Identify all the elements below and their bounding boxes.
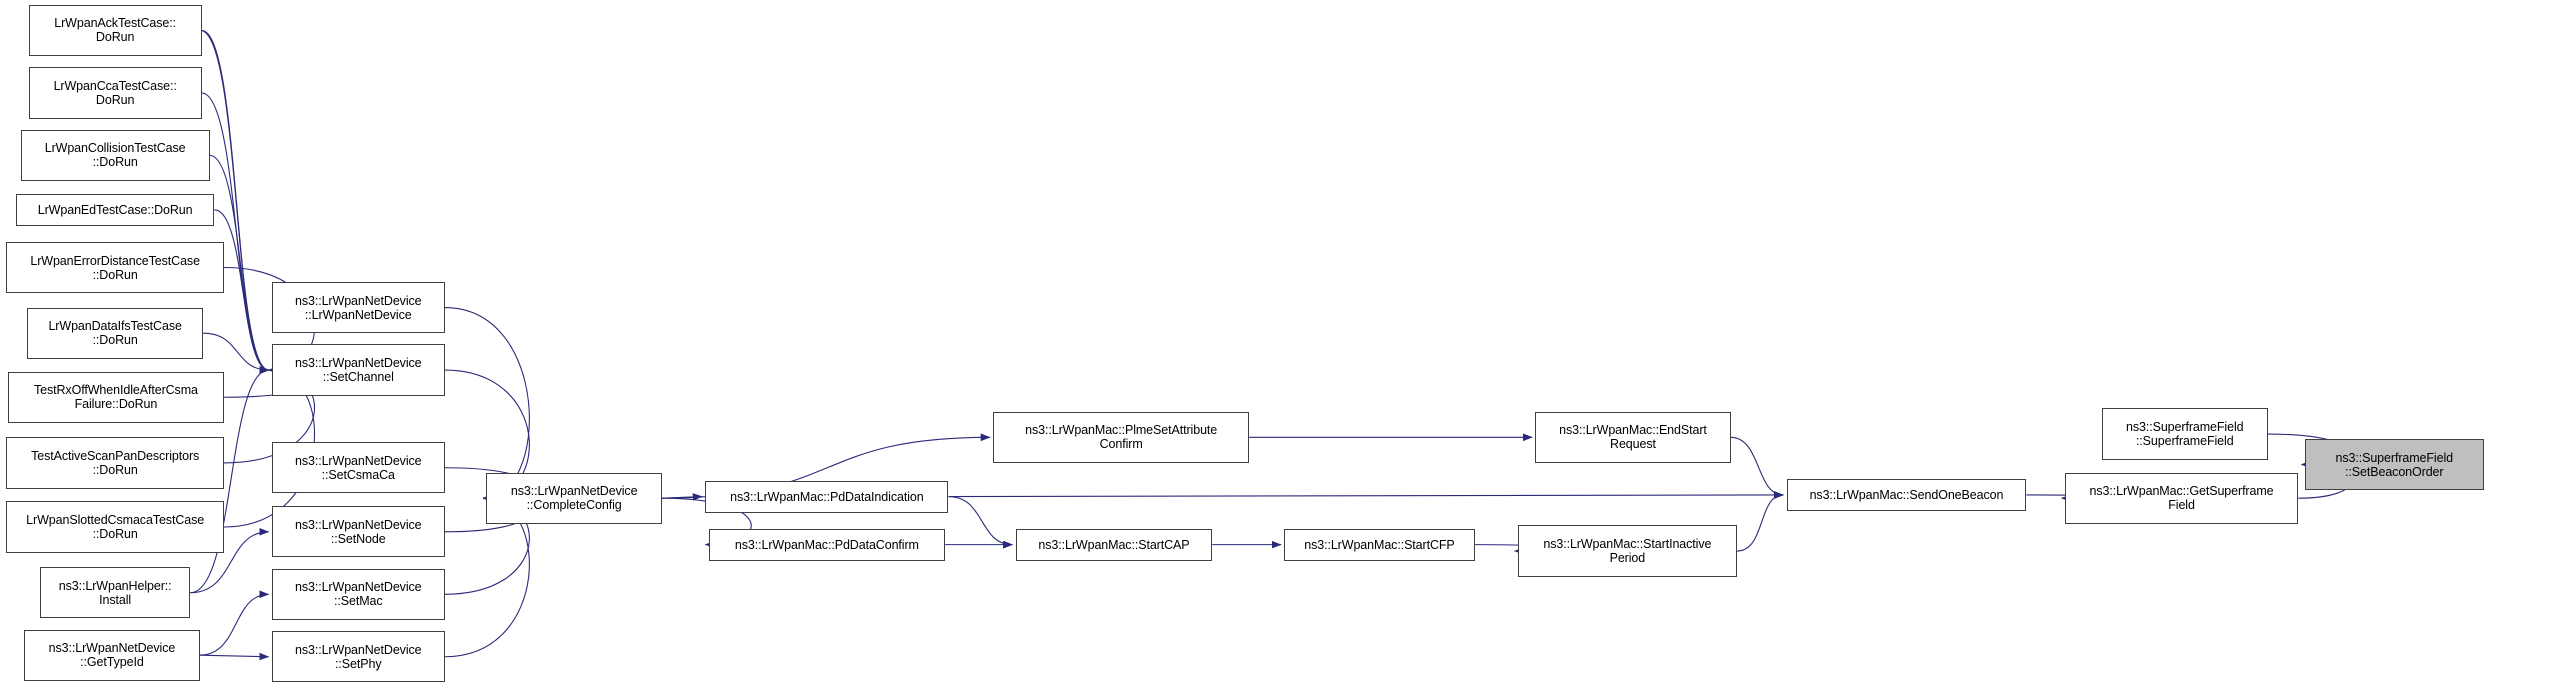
graph-node-completeconfig[interactable]: ns3::LrWpanNetDevice ::CompleteConfig: [486, 472, 663, 524]
graph-node-label: TestActiveScanPanDescriptors ::DoRun: [31, 448, 200, 477]
graph-node-label: ns3::LrWpanMac::PdDataIndication: [730, 489, 924, 504]
graph-node-pddataind[interactable]: ns3::LrWpanMac::PdDataIndication: [705, 480, 949, 513]
graph-node-helperinstall[interactable]: ns3::LrWpanHelper:: Install: [39, 567, 191, 619]
graph-node-sendonebeacon[interactable]: ns3::LrWpanMac::SendOneBeacon: [1786, 478, 2027, 511]
graph-node-label: ns3::LrWpanNetDevice ::SetNode: [294, 517, 422, 546]
graph-node-label: ns3::LrWpanMac::StartCFP: [1304, 537, 1455, 552]
graph-edge-ack-to-setchannel: [202, 30, 270, 377]
graph-node-label: ns3::LrWpanMac::PdDataConfirm: [734, 537, 919, 552]
graph-node-label: LrWpanErrorDistanceTestCase ::DoRun: [30, 253, 200, 282]
graph-node-label: ns3::LrWpanMac::SendOneBeacon: [1809, 487, 2004, 502]
graph-node-setcsmaca[interactable]: ns3::LrWpanNetDevice ::SetCsmaCa: [271, 442, 445, 494]
graph-node-label: ns3::LrWpanNetDevice ::SetCsmaCa: [294, 453, 422, 482]
graph-edge-ed-to-setchannel: [214, 210, 270, 377]
graph-node-startinactive[interactable]: ns3::LrWpanMac::StartInactive Period: [1517, 525, 1737, 577]
graph-edge-helperinstall-to-setchannel: [190, 363, 270, 593]
graph-node-label: LrWpanSlottedCsmacaTestCase ::DoRun: [26, 513, 205, 541]
graph-node-label: LrWpanCollisionTestCase ::DoRun: [44, 141, 186, 170]
graph-node-label: ns3::LrWpanNetDevice ::CompleteConfig: [510, 484, 638, 513]
graph-edge-pddataind-to-startcap: [948, 497, 1014, 551]
graph-node-label: ns3::LrWpanMac::PlmeSetAttribute Confirm: [1025, 423, 1218, 452]
graph-edge-dataifs-to-setchannel: [203, 333, 270, 377]
graph-node-label: ns3::LrWpanMac::GetSuperframe Field: [2089, 484, 2274, 513]
graph-node-label: ns3::SuperframeField ::SetBeaconOrder: [2335, 450, 2453, 479]
graph-node-label: ns3::LrWpanMac::StartInactive Period: [1543, 537, 1712, 566]
graph-node-label: ns3::LrWpanNetDevice ::SetMac: [294, 580, 422, 609]
graph-node-label: LrWpanCcaTestCase:: DoRun: [53, 78, 177, 107]
graph-node-rxoff[interactable]: TestRxOffWhenIdleAfterCsma Failure::DoRu…: [7, 371, 224, 423]
graph-node-gettypeid[interactable]: ns3::LrWpanNetDevice ::GetTypeId: [23, 629, 200, 681]
graph-node-label: ns3::LrWpanNetDevice ::SetChannel: [294, 356, 422, 385]
graph-node-setmac[interactable]: ns3::LrWpanNetDevice ::SetMac: [271, 568, 445, 620]
graph-node-setnode[interactable]: ns3::LrWpanNetDevice ::SetNode: [271, 506, 445, 558]
graph-node-collision[interactable]: LrWpanCollisionTestCase ::DoRun: [20, 129, 210, 181]
graph-edge-startinactive-to-sendonebeacon: [1737, 488, 1785, 551]
graph-node-label: LrWpanAckTestCase:: DoRun: [54, 16, 177, 45]
graph-node-ed[interactable]: LrWpanEdTestCase::DoRun: [15, 193, 215, 226]
graph-node-label: ns3::LrWpanNetDevice ::LrWpanNetDevice: [294, 293, 422, 322]
graph-node-label: ns3::SuperframeField ::SuperframeField: [2125, 420, 2244, 449]
graph-node-startcfp[interactable]: ns3::LrWpanMac::StartCFP: [1284, 528, 1475, 561]
graph-node-label: ns3::LrWpanNetDevice ::SetPhy: [294, 642, 422, 671]
graph-edge-pddataind-to-sendonebeacon: [948, 488, 1785, 502]
graph-node-superframector[interactable]: ns3::SuperframeField ::SuperframeField: [2101, 408, 2268, 460]
graph-edge-endstartreq-to-sendonebeacon: [1731, 437, 1785, 502]
graph-node-dataifs[interactable]: LrWpanDataIfsTestCase ::DoRun: [27, 307, 204, 359]
graph-node-ack[interactable]: LrWpanAckTestCase:: DoRun: [28, 4, 202, 57]
graph-edge-helperinstall-to-setnode: [190, 525, 270, 593]
graph-node-endstartreq[interactable]: ns3::LrWpanMac::EndStart Request: [1535, 411, 1731, 463]
graph-node-activescan[interactable]: TestActiveScanPanDescriptors ::DoRun: [6, 437, 224, 489]
graph-node-label: TestRxOffWhenIdleAfterCsma Failure::DoRu…: [33, 383, 198, 412]
graph-node-label: ns3::LrWpanNetDevice ::GetTypeId: [48, 641, 176, 670]
graph-node-plmeset[interactable]: ns3::LrWpanMac::PlmeSetAttribute Confirm: [993, 411, 1250, 463]
graph-node-label: ns3::LrWpanMac::StartCAP: [1038, 537, 1190, 552]
graph-node-getsuperframe[interactable]: ns3::LrWpanMac::GetSuperframe Field: [2064, 472, 2299, 524]
graph-node-pddataconf[interactable]: ns3::LrWpanMac::PdDataConfirm: [708, 528, 946, 561]
graph-node-label: ns3::LrWpanHelper:: Install: [58, 578, 172, 607]
graph-node-setbeaconorder[interactable]: ns3::SuperframeField ::SetBeaconOrder: [2304, 438, 2484, 491]
graph-node-setphy[interactable]: ns3::LrWpanNetDevice ::SetPhy: [271, 631, 445, 683]
graph-edge-gettypeid-to-setphy: [200, 650, 270, 663]
graph-node-ctor[interactable]: ns3::LrWpanNetDevice ::LrWpanNetDevice: [271, 281, 445, 334]
graph-node-setchannel[interactable]: ns3::LrWpanNetDevice ::SetChannel: [271, 344, 445, 396]
graph-edge-gettypeid-to-setmac: [200, 588, 270, 655]
graph-node-slottedcsmaca[interactable]: LrWpanSlottedCsmacaTestCase ::DoRun: [6, 501, 224, 553]
graph-node-label: ns3::LrWpanMac::EndStart Request: [1559, 423, 1707, 452]
graph-node-label: LrWpanEdTestCase::DoRun: [37, 202, 193, 217]
graph-node-startcap[interactable]: ns3::LrWpanMac::StartCAP: [1015, 528, 1213, 561]
graph-node-cca[interactable]: LrWpanCcaTestCase:: DoRun: [28, 67, 202, 119]
graph-node-errordistance[interactable]: LrWpanErrorDistanceTestCase ::DoRun: [6, 241, 224, 294]
graph-edge-cca-to-setchannel: [202, 93, 270, 377]
graph-node-label: LrWpanDataIfsTestCase ::DoRun: [48, 319, 182, 348]
